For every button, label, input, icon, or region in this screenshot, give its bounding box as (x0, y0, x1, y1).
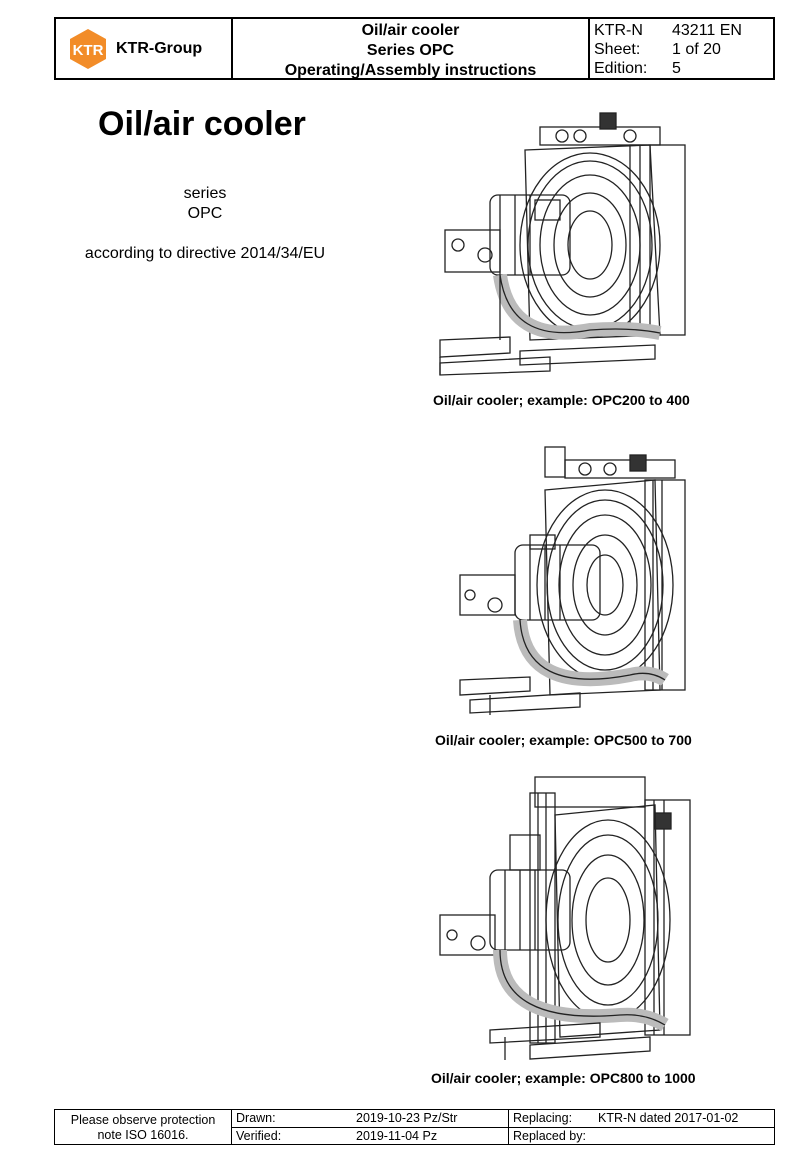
brand-name: KTR-Group (116, 39, 203, 57)
series-line: series (183, 185, 227, 202)
meta-label: Sheet: (594, 41, 641, 58)
verified-label: Verified: (236, 1129, 282, 1143)
meta-row-number: KTR-N 43211 EN (594, 21, 773, 40)
protection-note-line: Please observe protection (70, 1113, 216, 1127)
ktr-logo-cell: KTR KTR-Group (56, 19, 233, 78)
drawn-verified-col: Drawn: 2019-10-23 Pz/Str Verified: 2019-… (232, 1110, 509, 1144)
meta-row-edition: Edition: 5 (594, 59, 773, 78)
meta-value: 43211 EN (672, 22, 742, 39)
cooler-illustration-opc500 (459, 446, 686, 715)
drawn-value: 2019-10-23 Pz/Str (356, 1111, 458, 1125)
doc-type-line: Operating/Assembly instructions (284, 62, 537, 79)
document-title-cell: Oil/air cooler Series OPC Operating/Asse… (233, 19, 590, 79)
footer-block: Please observe protection note ISO 16016… (54, 1109, 775, 1145)
meta-label: KTR-N (594, 22, 643, 39)
meta-value: 1 of 20 (672, 41, 721, 58)
replaced-by-label: Replaced by: (513, 1129, 586, 1143)
cooler-illustration-opc200 (439, 112, 686, 376)
series-label: series OPC (155, 184, 255, 224)
verified-row: Verified: 2019-11-04 Pz (232, 1128, 508, 1145)
replacing-row: Replacing: KTR-N dated 2017-01-02 (509, 1110, 774, 1128)
protection-note: Please observe protection note ISO 16016… (55, 1110, 232, 1144)
replacing-col: Replacing: KTR-N dated 2017-01-02 Replac… (509, 1110, 774, 1144)
doc-series-line: Series OPC (366, 42, 455, 59)
meta-row-sheet: Sheet: 1 of 20 (594, 40, 773, 59)
meta-value: 5 (672, 60, 681, 77)
figure-caption-3: Oil/air cooler; example: OPC800 to 1000 (431, 1070, 696, 1086)
protection-note-line: note ISO 16016. (97, 1128, 189, 1142)
figure-caption-1: Oil/air cooler; example: OPC200 to 400 (433, 392, 690, 408)
drawn-row: Drawn: 2019-10-23 Pz/Str (232, 1110, 508, 1128)
cooler-illustration-opc800 (439, 776, 691, 1060)
series-code: OPC (187, 205, 223, 222)
replaced-by-row: Replaced by: (509, 1128, 774, 1145)
meta-label: Edition: (594, 60, 648, 77)
ktr-logo-icon: KTR (70, 28, 106, 69)
header-block: KTR KTR-Group Oil/air cooler Series OPC … (54, 17, 775, 80)
directive-text: according to directive 2014/34/EU (84, 245, 326, 262)
document-meta-cell: KTR-N 43211 EN Sheet: 1 of 20 Edition: 5 (590, 19, 773, 78)
replacing-value: KTR-N dated 2017-01-02 (598, 1111, 739, 1125)
verified-value: 2019-11-04 Pz (356, 1129, 438, 1143)
svg-text:KTR: KTR (73, 42, 104, 59)
doc-title-line: Oil/air cooler (361, 22, 460, 39)
figure-caption-2: Oil/air cooler; example: OPC500 to 700 (435, 732, 692, 748)
page-title: Oil/air cooler (98, 105, 306, 143)
drawn-label: Drawn: (236, 1111, 276, 1125)
replacing-label: Replacing: (513, 1111, 573, 1125)
